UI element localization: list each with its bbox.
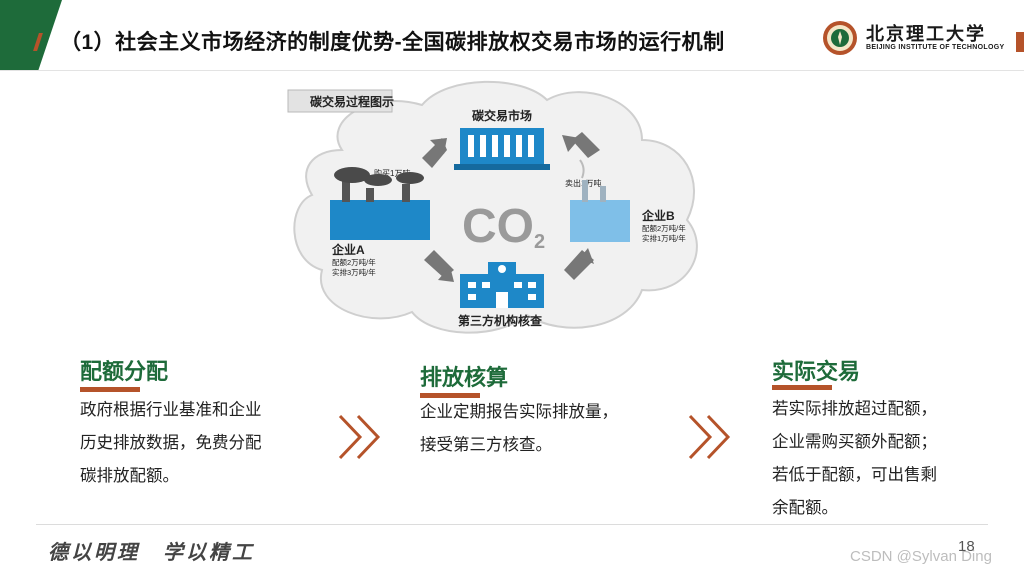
chevron-right-icon: [336, 412, 386, 462]
section-quota-underline: [80, 387, 140, 392]
watermark: CSDN @Sylvan Ding: [850, 548, 992, 565]
header-right-accent: [1016, 32, 1024, 52]
company-a-name: 企业A: [331, 242, 365, 257]
footer-motto: 德以明理 学以精工: [48, 536, 255, 565]
third-party-label: 第三方机构核查: [458, 313, 543, 328]
diagram-caption: 碳交易过程图示: [310, 94, 394, 109]
co2-text: CO: [462, 200, 534, 253]
page-title: （1）社会主义市场经济的制度优势-全国碳排放权交易市场的运行机制: [60, 26, 725, 56]
company-a-quota: 配额2万吨/年: [332, 257, 376, 267]
company-b-actual: 实排1万吨/年: [642, 233, 686, 243]
section-trading-body: 若实际排放超过配额， 企业需购买额外配额； 若低于配额，可出售剩 余配额。: [772, 393, 1002, 525]
company-b-quota: 配额2万吨/年: [642, 223, 686, 233]
section-quota-title: 配额分配: [80, 354, 168, 386]
company-b-name: 企业B: [641, 208, 675, 223]
header-divider: [0, 70, 1024, 71]
carbon-trading-diagram: 碳交易过程图示 碳交易市场 CO 2 购买1万吨 卖出1万吨 企业A 配额2万吨…: [282, 80, 712, 340]
market-label: 碳交易市场: [472, 108, 532, 123]
university-logo-icon: [822, 20, 858, 56]
footer-divider: [36, 524, 988, 525]
header-green-block: [0, 0, 62, 70]
co2-subscript: 2: [534, 231, 545, 253]
factory-a-icon: [330, 167, 430, 240]
university-name-en: BEIJING INSTITUTE OF TECHNOLOGY: [866, 44, 1004, 51]
section-trading-underline: [772, 385, 832, 390]
company-a-actual: 实排3万吨/年: [332, 267, 376, 277]
section-accounting-body: 企业定期报告实际排放量， 接受第三方核查。: [420, 396, 680, 462]
chevron-right-icon: [686, 412, 736, 462]
section-trading-title: 实际交易: [772, 354, 860, 386]
section-accounting-title: 排放核算: [420, 360, 508, 392]
section-quota-body: 政府根据行业基准和企业 历史排放数据，免费分配 碳排放配额。: [80, 394, 330, 493]
university-name-cn: 北京理工大学: [866, 20, 986, 46]
